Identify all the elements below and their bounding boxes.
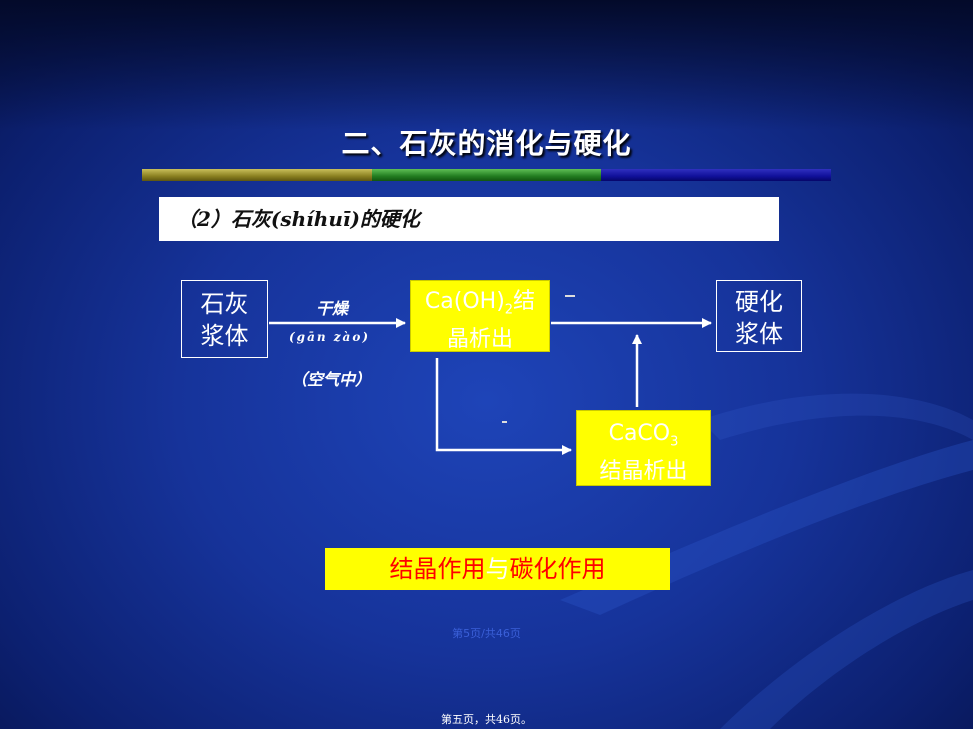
result-box: 结晶作用与碳化作用: [325, 548, 670, 590]
air-label: （空气中）: [291, 370, 372, 389]
calcium-hydroxide-box: Ca(OH)2结 晶析出: [410, 280, 550, 352]
page-indicator: 第5页/共46页: [452, 627, 521, 640]
title-underline-navy: [601, 169, 831, 181]
calcium-carbonate-subscript: 3: [670, 434, 679, 450]
calcium-carbonate-box: CaCO3 结晶析出: [576, 410, 711, 486]
drying-label: 干燥: [316, 299, 349, 318]
title-underline-green: [372, 169, 601, 181]
drying-pinyin: (gān zào): [289, 330, 371, 344]
title-underline-olive: [142, 169, 372, 181]
section-subtitle: （2）石灰(shíhuī)的硬化: [159, 197, 779, 241]
hardened-paste-line2: 浆体: [735, 320, 783, 348]
result-carbonation: 碳化作用: [509, 555, 606, 583]
small-dash-mark-2: [502, 421, 507, 423]
result-connector: 与: [485, 555, 510, 583]
calcium-hydroxide-line2: 晶析出: [446, 327, 513, 353]
lime-paste-line2: 浆体: [200, 322, 249, 350]
small-dash-mark: [565, 295, 575, 297]
footer-page-count: 第五页，共46页。: [441, 713, 532, 726]
top-gradient: [0, 0, 973, 130]
calcium-hydroxide-formula: Ca(OH): [424, 289, 505, 314]
result-crystallization: 结晶作用: [389, 555, 486, 583]
calcium-carbonate-line1: CaCO3: [577, 419, 710, 457]
slide-title: 二、石灰的消化与硬化: [341, 127, 632, 160]
carbonation-arrow: [435, 358, 572, 455]
hardened-paste-box: 硬化 浆体: [716, 280, 802, 352]
calcium-hydroxide-line1: Ca(OH)2结: [411, 287, 549, 325]
hardened-paste-line1: 硬化: [735, 288, 783, 316]
lime-paste-line1: 石灰: [200, 290, 249, 318]
calcium-carbonate-line2: 结晶析出: [599, 459, 688, 485]
calcium-hydroxide-suffix: 结: [513, 289, 536, 314]
calcium-carbonate-formula: CaCO: [608, 421, 671, 446]
calcium-hydroxide-subscript: 2: [504, 302, 514, 318]
lime-paste-box: 石灰 浆体: [181, 280, 268, 358]
